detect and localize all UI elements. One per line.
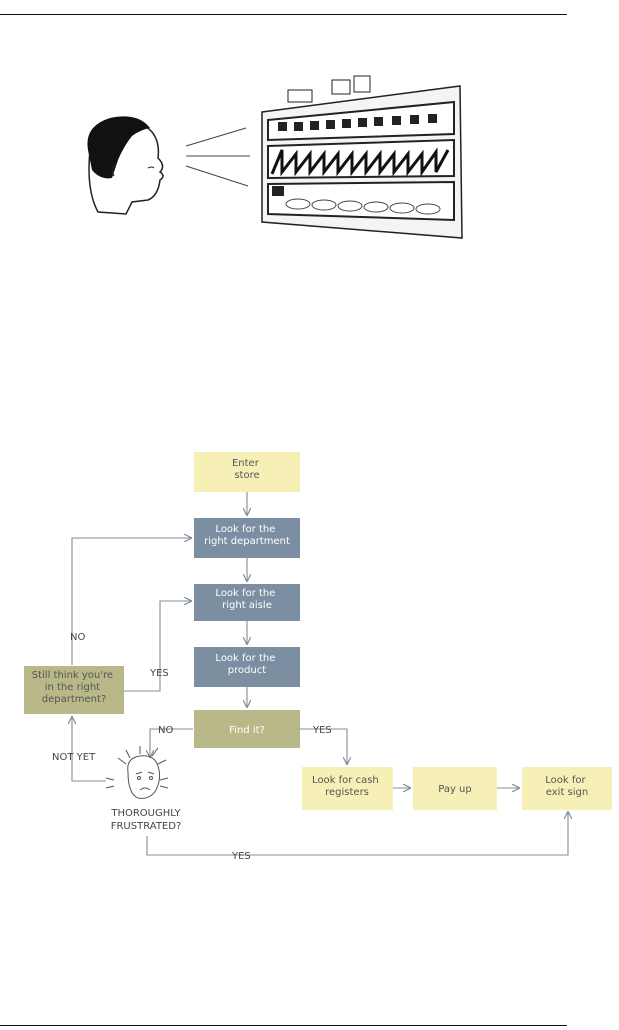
store-shelves-icon: [261, 75, 463, 239]
label-frustrated: FRUSTRATED?: [111, 821, 182, 832]
label-not-yet: NOT YET: [52, 752, 96, 763]
sight-lines: [185, 127, 250, 187]
shopper-illustration: [87, 75, 463, 239]
svg-text:Look for cash registers: Look for cash registers: [312, 775, 382, 798]
box-look-for-right-aisle: Look for the right aisle: [194, 584, 300, 621]
label-yes-find: YES: [312, 725, 332, 736]
top-rule: [0, 14, 567, 15]
edge-still-think-yes: [124, 601, 191, 692]
edge-frustrated-yes: [146, 812, 568, 856]
box-look-for-product: Look for the product: [194, 647, 300, 687]
svg-text:Look for the right aisle: Look for the right aisle: [215, 588, 278, 611]
svg-text:Look for the product: Look for the product: [215, 653, 278, 676]
label-no-find: NO: [158, 725, 173, 736]
svg-text:Find it?: Find it?: [229, 725, 265, 736]
edge-findit-no: [150, 728, 193, 757]
label-yes-exit: YES: [231, 851, 251, 862]
label-yes-aisle: YES: [149, 668, 169, 679]
edge-still-think-no: [71, 538, 191, 665]
svg-text:Enter store: Enter store: [232, 458, 262, 481]
box-enter-store: Enter store: [194, 452, 300, 492]
box-still-think-right-department: Still think you're in the right departme…: [24, 666, 124, 714]
box-look-for-cash-registers: Look for cash registers: [302, 767, 393, 810]
label-no-department: NO: [70, 632, 85, 643]
edge-findit-yes: [300, 728, 347, 764]
box-look-for-exit-sign: Look for exit sign: [522, 767, 612, 810]
box-find-it: Find it?: [194, 710, 300, 748]
edge-not-yet: [72, 717, 106, 782]
svg-text:Pay up: Pay up: [438, 784, 472, 795]
label-thoroughly: THOROUGHLY: [110, 808, 181, 819]
frustrated-face-icon: [105, 746, 169, 799]
bottom-rule: [0, 1025, 567, 1026]
head-icon: [87, 116, 164, 215]
svg-text:Still think you're in th: Still think you're in the right departme…: [32, 670, 116, 705]
svg-text:Look for exit sign: Look for exit sign: [545, 775, 589, 798]
svg-text:Look for the right depar: Look for the right department: [204, 524, 290, 547]
box-look-for-right-department: Look for the right department: [194, 518, 300, 558]
box-pay-up: Pay up: [413, 767, 497, 810]
